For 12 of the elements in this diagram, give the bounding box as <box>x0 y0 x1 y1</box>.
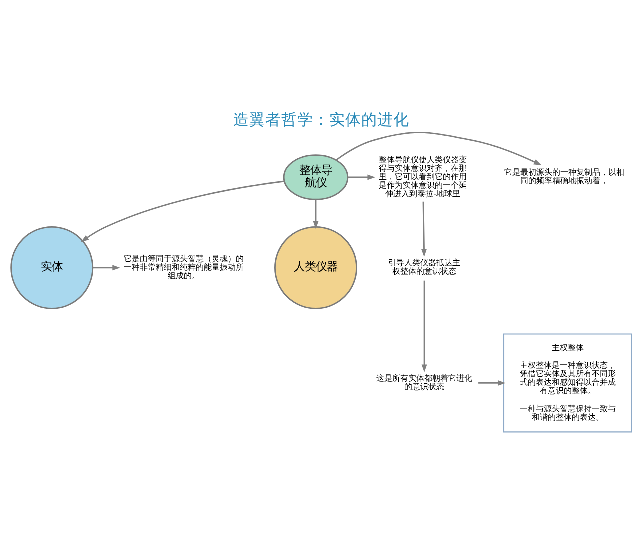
node-ellipse: 整体导航仪 <box>283 154 349 200</box>
arrow <box>313 199 319 229</box>
node-circle: 实体 <box>10 226 94 309</box>
diagram-title: 造翼者哲学：实体的进化 <box>234 110 410 129</box>
arrow <box>93 264 120 270</box>
arrow <box>348 174 376 180</box>
node-circle: 人类仪器 <box>274 226 358 309</box>
arrow <box>81 180 284 242</box>
arrow <box>478 380 506 386</box>
arrow <box>422 280 428 372</box>
arrow <box>422 201 427 257</box>
arrow <box>336 132 542 166</box>
